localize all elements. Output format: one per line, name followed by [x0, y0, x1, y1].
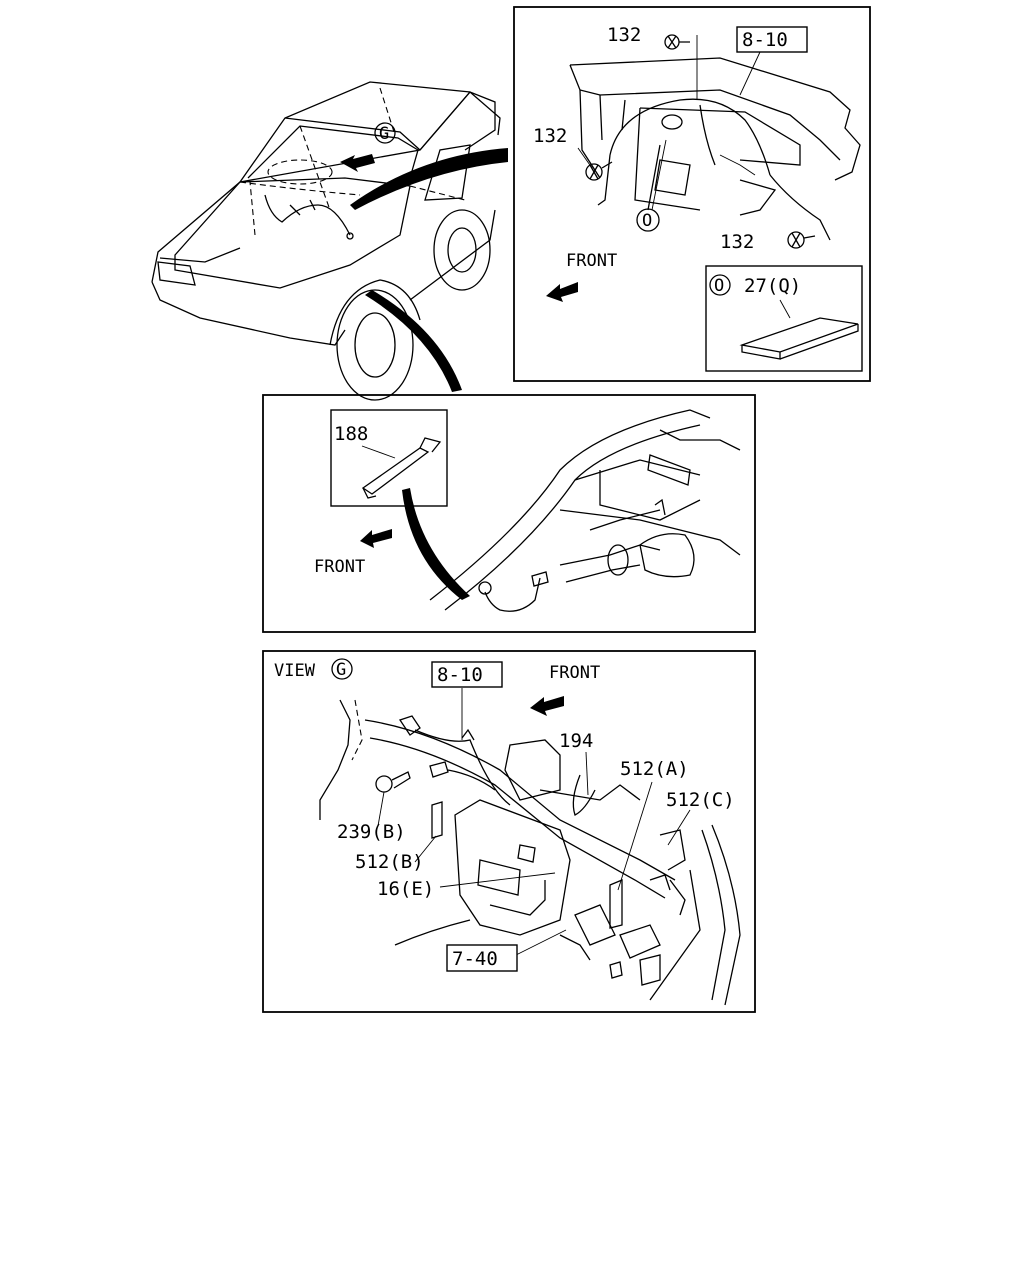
view-g-panel: VIEW G 8-10 FRONT	[262, 650, 756, 1013]
frame-detail-panel: 188 FRONT	[262, 394, 756, 633]
clip-239b-icon	[375, 771, 411, 793]
view-g-callout-icon	[374, 122, 396, 144]
front-label: FRONT	[566, 251, 617, 271]
part-188-label: 188	[334, 423, 368, 445]
front-arrow-icon	[340, 154, 375, 172]
front-label: FRONT	[314, 557, 365, 577]
front-arrow-icon	[530, 696, 564, 716]
view-g-callout-icon	[331, 658, 353, 680]
leader-to-dash-panel	[350, 148, 508, 210]
leader-swoosh	[402, 488, 470, 600]
callout-o-icon	[636, 208, 660, 232]
ref-8-10-box	[736, 26, 808, 53]
ref-8-10-box	[431, 661, 503, 688]
view-label: VIEW	[274, 661, 316, 681]
inset-callout-o-label: O	[714, 276, 724, 296]
front-label: FRONT	[549, 663, 600, 683]
leader-to-frame-panel	[365, 290, 462, 392]
ref-7-40-label: 7-40	[452, 948, 498, 970]
inset-27q-box	[705, 265, 863, 372]
view-g-callout-label: G	[379, 124, 389, 144]
dash-detail-panel: 132 132 132 8-10 O FRONT O 27(Q)	[513, 6, 871, 382]
ref-8-10-label: 8-10	[437, 664, 483, 686]
ref-8-10-label: 8-10	[742, 29, 788, 51]
inset-callout-o-icon	[709, 274, 731, 296]
part-194-label: 194	[559, 730, 593, 752]
vehicle-drawing: G	[151, 81, 508, 401]
part-132-label: 132	[533, 125, 567, 147]
screw-clip-icon	[664, 34, 690, 50]
pad-27q-icon	[739, 317, 859, 360]
part-512a-label: 512(A)	[620, 758, 689, 780]
view-g-callout-label: G	[336, 660, 346, 680]
front-arrow-icon	[546, 282, 578, 302]
part-239b-label: 239(B)	[337, 821, 406, 843]
ref-7-40-box	[446, 944, 518, 972]
callout-o-label: O	[642, 211, 652, 231]
screw-clip-icon	[787, 231, 816, 249]
front-arrow-icon	[360, 529, 392, 548]
part-16e-label: 16(E)	[377, 878, 434, 900]
part-27q-label: 27(Q)	[744, 275, 801, 297]
bracket-188-icon	[361, 437, 442, 499]
part-132-label: 132	[607, 24, 641, 46]
part-512b-label: 512(B)	[355, 851, 424, 873]
inset-188-box	[330, 409, 448, 507]
part-132-label: 132	[720, 231, 754, 253]
pad-512b-icon	[431, 801, 443, 839]
part-512c-label: 512(C)	[666, 789, 735, 811]
